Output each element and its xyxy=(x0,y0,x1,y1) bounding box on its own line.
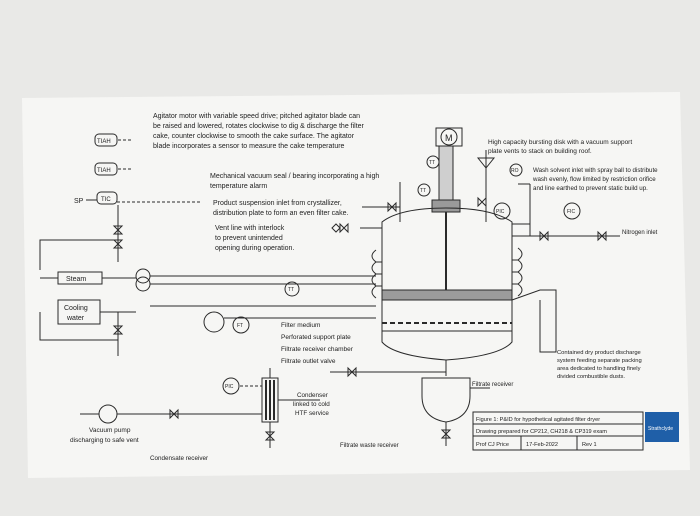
condensate-receiver-label: Condensate receiver xyxy=(150,455,208,462)
condenser-note-line-1: Condenser xyxy=(297,392,328,399)
condensate-valve xyxy=(264,431,276,441)
filtrate-outlet-valve xyxy=(347,366,357,378)
filter-medium-label: Filter medium xyxy=(281,322,320,329)
figure-caption: Figure 1: P&ID for hypothetical agitated… xyxy=(476,417,600,423)
pic-label-1: PIC xyxy=(496,209,505,215)
jacket-left xyxy=(371,249,382,299)
cooling-box xyxy=(57,299,101,325)
discharge-note-line-3: area dedicated to handling finely xyxy=(557,366,641,372)
tic-control-valve xyxy=(112,225,124,235)
cooling-label-1: Cooling xyxy=(64,305,88,312)
bursting-disk-icon xyxy=(476,157,496,169)
steam-label: Steam xyxy=(66,276,86,283)
shaft-coupling xyxy=(431,199,461,213)
prepared-for: Drawing prepared for CP212, CH218 & CP31… xyxy=(476,429,607,435)
agitator-shaft xyxy=(438,145,454,205)
tiah-box-2 xyxy=(94,162,118,176)
filtrate-receiver xyxy=(421,377,471,423)
filter-dryer-vessel xyxy=(381,207,513,361)
tiah-box-1 xyxy=(94,133,118,147)
tic-label: TIC xyxy=(101,197,111,203)
jacket-right xyxy=(512,247,523,297)
tt-bubble-1 xyxy=(426,155,440,169)
fic-label: FIC xyxy=(567,209,575,215)
vacuum-pump-label-1: Vacuum pump xyxy=(89,427,131,434)
agitator-note-line-4: blade incorporates a sensor to measure t… xyxy=(153,143,345,150)
seal-note-line-1: Mechanical vacuum seal / bearing incorpo… xyxy=(210,173,379,180)
receiver-chamber-label: Filtrate receiver chamber xyxy=(281,346,354,353)
ft-label: FT xyxy=(237,323,243,329)
vacuum-valve xyxy=(477,196,487,208)
seal-note-line-2: temperature alarm xyxy=(210,183,267,190)
motor-label: M xyxy=(445,133,453,143)
pic-bubble-1 xyxy=(493,202,511,220)
tiah-label-2: TIAH xyxy=(97,168,111,174)
outlet-valve-label: Filtrate outlet valve xyxy=(281,358,336,365)
suspension-note-line-2: distribution plate to form an even filte… xyxy=(213,210,348,217)
tt-label-2: TT xyxy=(420,188,426,194)
support-plate-label: Perforated support plate xyxy=(281,334,351,341)
vacuum-pump-valve xyxy=(169,408,179,420)
sp-label: SP xyxy=(74,198,84,205)
tt-bubble-3 xyxy=(284,281,300,297)
ft-bubble xyxy=(232,316,250,334)
bursting-note-line-1: High capacity bursting disk with a vacuu… xyxy=(488,139,632,146)
interlock-note-line-2: to prevent unintended xyxy=(215,235,283,242)
interlock-note-line-3: opening during operation. xyxy=(215,245,294,252)
vacuum-pump-label-2: discharging to safe vent xyxy=(70,437,139,444)
circulation-pump-icon xyxy=(203,311,225,333)
tiah-label-1: TIAH xyxy=(97,139,111,145)
revision: Rev 1 xyxy=(582,442,597,448)
wash-note-line-1: Wash solvent inlet with spray ball to di… xyxy=(533,167,658,174)
bursting-note-line-2: plate vents to stack on building roof. xyxy=(488,148,592,155)
paper-sheet xyxy=(22,92,690,478)
ro-label: RO xyxy=(511,168,519,174)
wash-valve xyxy=(539,230,549,242)
agitator-note-line-2: be raised and lowered, rotates clockwise… xyxy=(153,123,365,130)
ro-bubble xyxy=(509,163,523,177)
title-block: Figure 1: P&ID for hypothetical agitated… xyxy=(472,411,644,451)
condenser-note-line-3: HTF service xyxy=(295,410,329,417)
tt-label-1: TT xyxy=(429,160,435,166)
fic-bubble xyxy=(563,202,581,220)
nitrogen-valve xyxy=(597,230,607,242)
filtrate-drain-valve xyxy=(440,429,452,439)
nitrogen-label: Nitrogen inlet xyxy=(622,230,658,236)
cooling-label-2: water xyxy=(66,315,85,322)
tt-label-3: TT xyxy=(288,287,294,293)
interlock-note-line-1: Vent line with interlock xyxy=(215,225,285,232)
logo-text: Strathclyde xyxy=(648,426,673,432)
pic-label-2: PIC xyxy=(225,384,234,390)
product-discharge-chute xyxy=(511,289,557,353)
wash-note-line-2: wash evenly, flow limited by restriction… xyxy=(532,176,656,183)
suspension-note-line-1: Product suspension inlet from crystalliz… xyxy=(213,200,342,207)
author: Prof CJ Price xyxy=(476,442,509,448)
tt-bubble-2 xyxy=(417,183,431,197)
wash-note-line-3: and line earthed to prevent static build… xyxy=(533,185,648,192)
discharge-note-line-1: Contained dry product discharge xyxy=(557,350,641,356)
discharge-note-line-4: divided combustible dusts. xyxy=(557,374,625,380)
motor-icon xyxy=(440,128,458,146)
agitator-blade xyxy=(381,289,513,301)
agitator-note-line-3: cake, counter clockwise to smooth the ca… xyxy=(153,133,355,140)
tic-box xyxy=(96,191,118,205)
pic-bubble-2 xyxy=(222,377,240,395)
cooling-valve xyxy=(112,325,124,335)
interlock-valve xyxy=(331,222,349,234)
condenser-note-line-2: linked to cold xyxy=(293,401,330,408)
steam-box xyxy=(57,271,103,285)
discharge-note-line-2: system feeding separate packing xyxy=(557,358,642,364)
agitator-note-line-1: Agitator motor with variable speed drive… xyxy=(153,113,360,120)
filtrate-receiver-label: Filtrate receiver xyxy=(472,382,513,388)
university-logo xyxy=(645,412,679,442)
vent-valve xyxy=(387,201,397,213)
drawing-date: 17-Feb-2022 xyxy=(526,442,558,448)
filtrate-waste-label: Filtrate waste receiver xyxy=(340,443,399,449)
